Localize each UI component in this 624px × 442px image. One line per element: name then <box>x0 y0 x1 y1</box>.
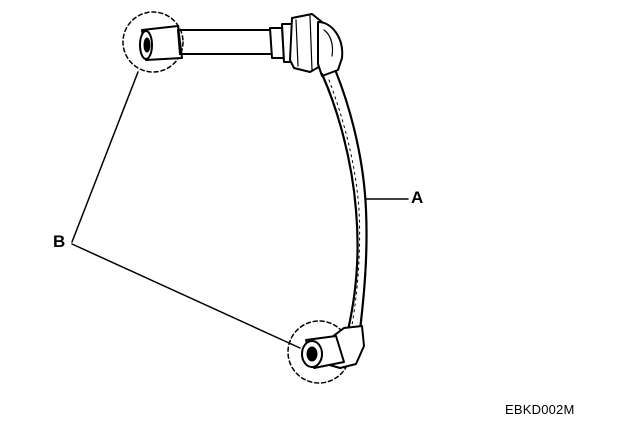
top-connector-body <box>139 13 344 77</box>
cable-a <box>320 70 368 332</box>
leader-line-b-top <box>71 71 139 243</box>
bottom-connector-body <box>301 325 365 369</box>
figure-code: EBKD002M <box>505 402 575 417</box>
callout-label-b: B <box>53 232 66 251</box>
leader-line-b-bottom <box>71 243 301 349</box>
callout-label-a: A <box>411 188 424 207</box>
top-end-dashed-circle <box>122 11 184 73</box>
